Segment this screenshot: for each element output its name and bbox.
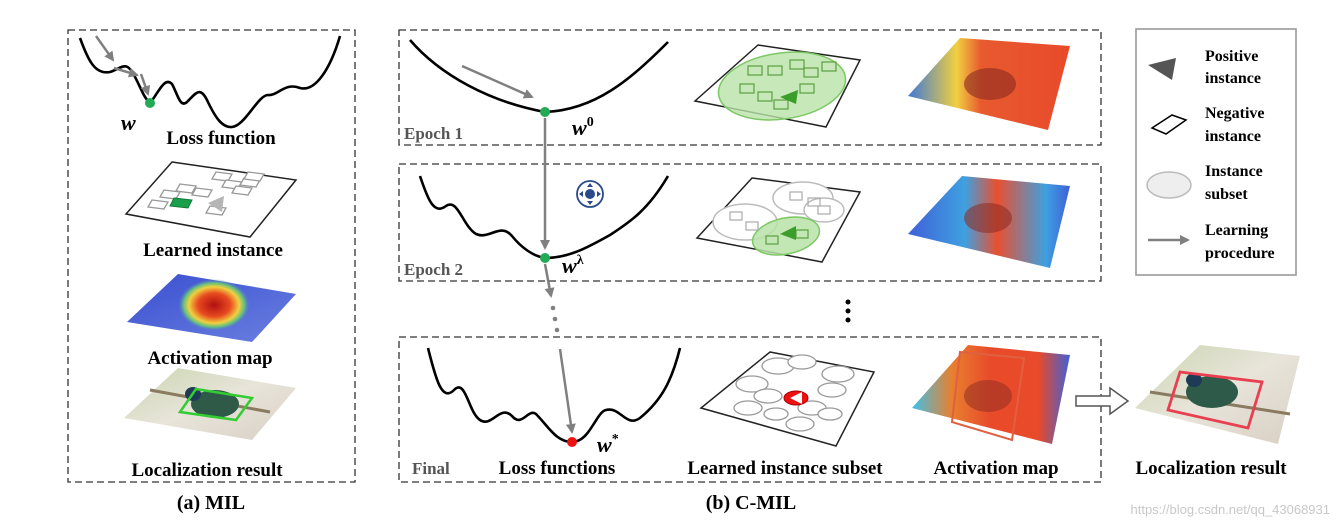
hollow-arrow	[1075, 386, 1130, 416]
panel-a-green-box	[177, 387, 255, 422]
flow-dots	[550, 305, 560, 333]
row3-red-box	[1166, 370, 1264, 430]
row1-point	[540, 107, 550, 117]
legend-subset-line1: Instance	[1205, 163, 1263, 180]
row1-positive-instance	[780, 90, 798, 104]
label-loss-functions: Loss functions	[499, 458, 616, 479]
legend-negative-icon	[1150, 114, 1188, 135]
panel-a-optimum-point	[145, 98, 155, 108]
panel-a-activation-label: Activation map	[147, 348, 272, 369]
panel-a-caption: (a) MIL	[177, 492, 245, 514]
crosshair-icon	[576, 180, 604, 208]
row2-subset-3	[803, 197, 845, 223]
panel-b-caption: (b) C-MIL	[706, 492, 797, 514]
label-activation-map: Activation map	[933, 458, 1058, 479]
watermark: https://blog.csdn.net/qq_43068931	[1130, 502, 1331, 517]
legend-positive-icon	[1148, 58, 1176, 80]
panel-a-positive-instance	[208, 196, 224, 212]
row-final-frame	[398, 336, 1102, 483]
row2-epoch-label: Epoch 2	[404, 260, 463, 279]
panel-a-learned-instance	[169, 197, 193, 209]
flow-arrow-2	[543, 263, 555, 298]
row2-point	[540, 253, 550, 263]
row2-loss-curve	[418, 175, 670, 260]
panel-a-w-label: w	[121, 110, 136, 135]
legend-learning-line1: Learning	[1205, 222, 1268, 239]
legend-subset-line2: subset	[1205, 186, 1248, 203]
row1-instance-subset	[717, 51, 847, 121]
panel-a-instance-plane	[124, 161, 298, 238]
panel-a-loss-curve	[78, 35, 342, 129]
legend-positive-line2: instance	[1205, 70, 1261, 87]
row-epoch2-frame	[398, 163, 1102, 282]
panel-a-step-arrow-1	[94, 35, 115, 62]
row1-loss-curve	[409, 39, 669, 114]
row3-bird	[964, 380, 1012, 412]
legend-negative-line1: Negative	[1205, 105, 1265, 122]
panel-a-step-arrow-3	[139, 73, 151, 96]
row3-w-label: w*	[597, 432, 619, 457]
legend-positive-line1: Positive	[1205, 48, 1258, 65]
row2-w-label: wλ	[562, 253, 584, 278]
row-epoch1-frame	[398, 29, 1102, 146]
legend-learning-line2: procedure	[1205, 245, 1275, 262]
flow-arrow-3	[558, 348, 576, 434]
row2-negative-instances	[729, 191, 831, 231]
panel-a-localization-label: Localization result	[131, 460, 283, 481]
row2-positive-instance	[780, 226, 796, 240]
vertical-ellipsis	[845, 299, 851, 323]
legend-subset-icon	[1146, 171, 1192, 199]
panel-a-frame	[67, 29, 356, 483]
panel-a-negative-instances	[146, 171, 266, 216]
row3-point	[567, 437, 577, 447]
panel-a-loss-label: Loss function	[166, 128, 276, 149]
row3-instance-subsets	[733, 354, 855, 432]
panel-a-learned-label: Learned instance	[143, 240, 283, 261]
row2-bird	[964, 203, 1012, 233]
row1-w-label: w0	[572, 115, 594, 140]
panel-a-bird	[191, 390, 239, 418]
label-localization-result: Localization result	[1135, 458, 1287, 479]
row1-epoch-label: Epoch 1	[404, 124, 463, 143]
row1-negative-instances	[739, 59, 837, 110]
legend-negative-line2: instance	[1205, 128, 1261, 145]
panel-a-activation-blob	[178, 279, 250, 331]
row3-loc-bird-head	[1186, 373, 1202, 387]
row3-positive-instance	[790, 392, 802, 404]
panel-a-step-arrow-2	[113, 66, 139, 78]
label-learned-subset: Learned instance subset	[687, 458, 883, 479]
row1-bird	[964, 68, 1016, 100]
row3-loss-curve	[426, 347, 682, 444]
row1-step-arrow	[461, 64, 534, 99]
row3-epoch-label: Final	[412, 459, 450, 478]
row3-bbox	[950, 350, 1026, 442]
